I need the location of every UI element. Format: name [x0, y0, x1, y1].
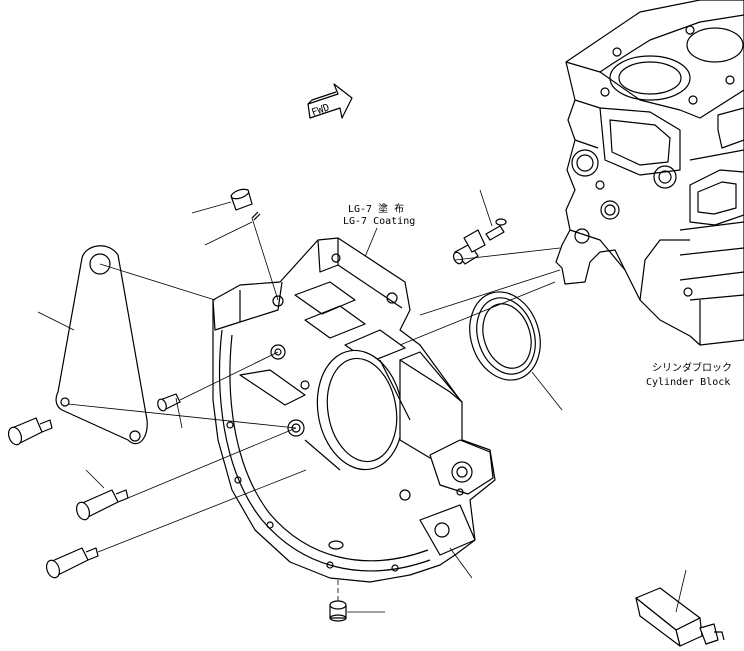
- dowel-pin: [251, 211, 261, 221]
- plug-top: [230, 188, 253, 211]
- assembly-lines: [67, 217, 561, 604]
- cylinder-block-label-en: Cylinder Block: [646, 377, 730, 388]
- cylinder-block-label-jp: シリンダブロック: [652, 361, 732, 374]
- speed-sensor: [452, 229, 486, 265]
- bolt-middle-left: [75, 489, 129, 521]
- coating-label-en: LG-7 Coating: [343, 216, 415, 227]
- coating-label-jp: LG-7 塗 布: [348, 202, 404, 215]
- cylinder-block: [555, 0, 744, 346]
- bolt-lower-left: [45, 547, 99, 579]
- flywheel-housing: [212, 237, 496, 583]
- leader-lines: [37, 189, 687, 613]
- mounting-bracket: [55, 245, 148, 445]
- small-bolt: [157, 393, 181, 412]
- drain-plug-bottom: [329, 600, 347, 622]
- forward-arrow-icon: FWD: [307, 83, 353, 119]
- sensor-bolt: [485, 218, 507, 241]
- oil-seal-leader-line: [531, 371, 563, 411]
- bolt-upper-left: [7, 417, 53, 446]
- rear-oil-seal: [469, 291, 541, 381]
- sensor-bottom-right: [635, 587, 725, 647]
